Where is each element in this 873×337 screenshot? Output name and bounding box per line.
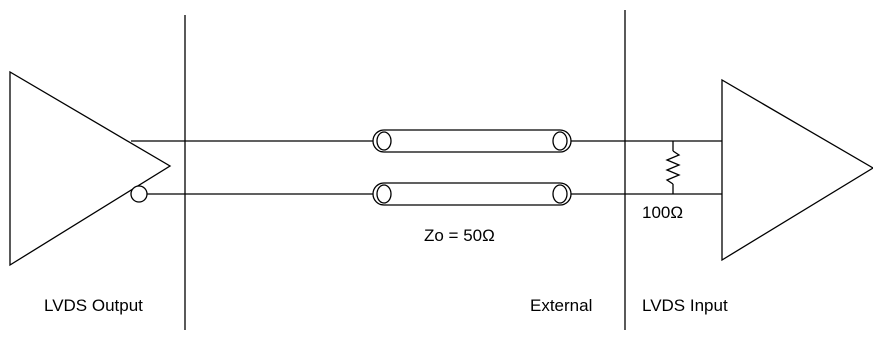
termination-resistor xyxy=(665,141,681,194)
coax-body-positive xyxy=(372,129,572,153)
lvds-input-label: LVDS Input xyxy=(642,296,728,315)
inverting-bubble xyxy=(130,185,148,203)
resistor-zigzag xyxy=(665,150,681,185)
impedance-label: Zo = 50Ω xyxy=(424,226,495,245)
receiver-triangle xyxy=(721,78,873,262)
transmission-line-positive xyxy=(372,129,572,153)
coax-end-left-negative xyxy=(376,184,392,204)
driver-triangle xyxy=(9,70,172,267)
coax-end-right-negative xyxy=(552,184,568,204)
external-label: External xyxy=(530,296,592,315)
transmission-line-negative xyxy=(372,182,572,206)
resistor-value-label: 100Ω xyxy=(642,203,683,222)
lvds-driver xyxy=(9,70,172,267)
coax-body-negative xyxy=(372,182,572,206)
lvds-output-label: LVDS Output xyxy=(44,296,143,315)
coax-end-right-positive xyxy=(552,131,568,151)
coax-end-left-positive xyxy=(376,131,392,151)
